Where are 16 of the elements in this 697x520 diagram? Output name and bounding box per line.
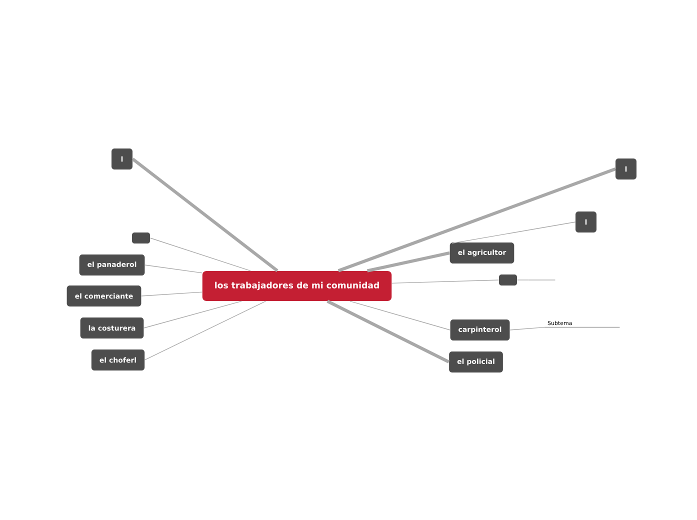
connector-line bbox=[391, 280, 500, 284]
connector-line bbox=[350, 300, 450, 330]
connector-line bbox=[144, 264, 203, 274]
connector-line bbox=[452, 222, 576, 244]
connector-line bbox=[132, 158, 278, 272]
connector-line bbox=[338, 168, 616, 272]
connector-line bbox=[144, 300, 242, 328]
central-topic: los trabajadores de mi comunidad bbox=[202, 271, 392, 301]
connector-line bbox=[366, 251, 450, 272]
topic-box bbox=[499, 274, 517, 286]
connector-line bbox=[326, 300, 450, 364]
connector-line bbox=[141, 292, 203, 296]
connector-line bbox=[150, 238, 251, 272]
topic-box bbox=[132, 232, 150, 244]
connector-line bbox=[510, 326, 545, 330]
connector-line bbox=[144, 300, 266, 360]
